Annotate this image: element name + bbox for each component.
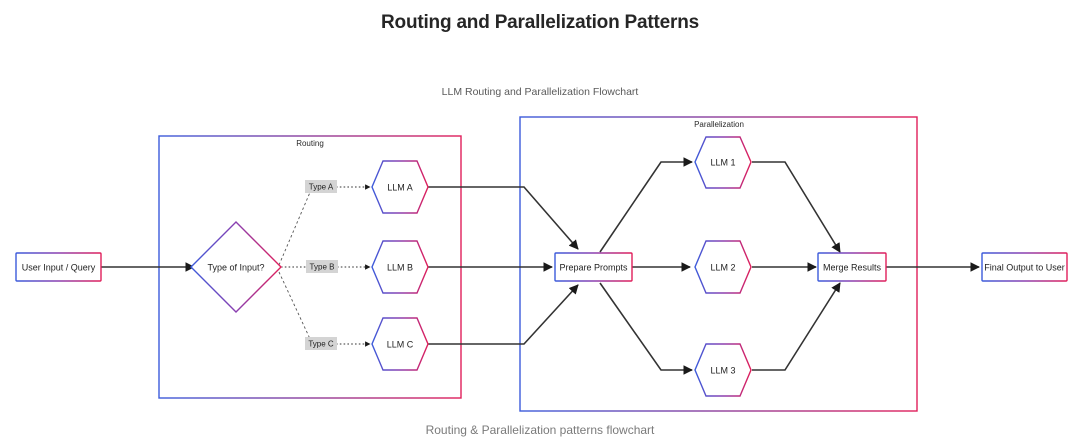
edge-decision-to-type-c-leader (278, 271, 312, 342)
edge-prepare-to-llm-3 (599, 282, 693, 375)
node-final-output[interactable]: Final Output to User (981, 252, 1068, 282)
node-prepare-prompts[interactable]: Prepare Prompts (554, 252, 633, 282)
node-llm-3-shape (694, 343, 752, 397)
node-llm-1-shape (694, 136, 752, 189)
edge-llm-a-to-prepare (424, 186, 579, 250)
edge-label-type-c: Type C (305, 337, 337, 350)
node-decision-label: Type of Input? (207, 262, 264, 272)
page-title: Routing and Parallelization Patterns (381, 12, 699, 33)
node-user-input[interactable]: User Input / Query (15, 252, 102, 282)
node-llm-a-label: LLM A (387, 182, 413, 192)
node-llm-2-shape (694, 240, 752, 294)
cluster-parallelization-label: Parallelization (694, 120, 744, 129)
node-user-input-shape (15, 252, 102, 282)
figure-caption: Routing & Parallelization patterns flowc… (425, 423, 655, 437)
node-llm-c-shape (371, 317, 429, 371)
node-merge-results-label: Merge Results (823, 262, 882, 272)
edge-label-type-b-bg (306, 260, 338, 273)
node-llm-c-label: LLM C (387, 339, 414, 349)
node-llm-b-shape (371, 240, 429, 294)
node-merge-results[interactable]: Merge Results (817, 252, 887, 282)
node-decision[interactable]: Type of Input? (190, 221, 282, 313)
cluster-parallelization-box (519, 116, 918, 412)
node-prepare-prompts-shape (554, 252, 633, 282)
node-merge-results-shape (817, 252, 887, 282)
node-user-input-label: User Input / Query (22, 262, 96, 272)
node-llm-1[interactable]: LLM 1 (694, 136, 752, 189)
edge-label-type-c-bg (305, 337, 337, 350)
cluster-parallelization: Parallelization (519, 116, 918, 412)
node-llm-3-label: LLM 3 (710, 365, 735, 375)
node-decision-shape (190, 221, 282, 313)
edge-label-type-c-text: Type C (308, 340, 334, 349)
node-llm-a-shape (371, 160, 429, 214)
node-llm-3[interactable]: LLM 3 (694, 343, 752, 397)
node-llm-1-label: LLM 1 (710, 157, 735, 167)
node-llm-b-label: LLM B (387, 262, 413, 272)
node-llm-c[interactable]: LLM C (371, 317, 429, 371)
cluster-routing-label: Routing (296, 139, 324, 148)
edge-llm-c-to-prepare (424, 284, 579, 345)
edge-decision-to-type-a-leader (278, 189, 312, 266)
node-llm-2[interactable]: LLM 2 (694, 240, 752, 294)
edge-llm-1-to-merge (752, 161, 841, 253)
edge-label-type-a-bg (305, 180, 337, 193)
edge-label-type-a-text: Type A (309, 183, 334, 192)
node-final-output-label: Final Output to User (984, 262, 1065, 272)
node-final-output-shape (981, 252, 1068, 282)
edge-prepare-to-llm-1 (599, 157, 693, 253)
edge-label-type-b-text: Type B (310, 263, 335, 272)
edge-llm-3-to-merge (752, 282, 841, 371)
edge-label-type-a: Type A (305, 180, 337, 193)
chart-title: LLM Routing and Parallelization Flowchar… (441, 86, 639, 98)
node-prepare-prompts-label: Prepare Prompts (559, 262, 628, 272)
node-llm-a[interactable]: LLM A (371, 160, 429, 214)
edge-label-type-b: Type B (306, 260, 338, 273)
node-llm-b[interactable]: LLM B (371, 240, 429, 294)
node-llm-2-label: LLM 2 (710, 262, 735, 272)
